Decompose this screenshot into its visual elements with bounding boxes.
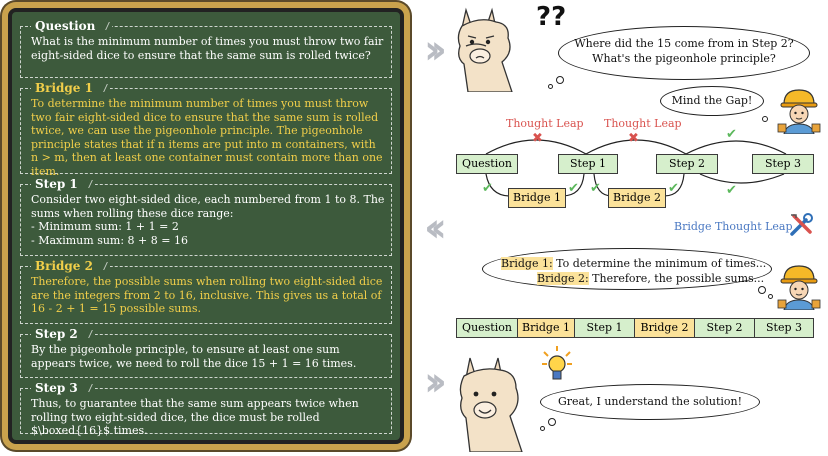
worker-icon-2 bbox=[777, 265, 821, 310]
check-icon: ✔ bbox=[668, 181, 679, 196]
bubble-dot bbox=[548, 418, 556, 426]
sequence-step3: Step 3 bbox=[754, 318, 814, 338]
understood-thought-bubble: Great, I understand the solution! bbox=[540, 384, 760, 420]
sequence-question: Question bbox=[456, 318, 518, 338]
graph-node-step1: Step 1 bbox=[558, 154, 618, 174]
lightbulb-icon bbox=[542, 346, 572, 380]
tools-icon bbox=[790, 213, 813, 236]
question-text: What is the minimum number of times you … bbox=[31, 35, 384, 62]
bridge-thought-bubble: Bridge 1: To determine the minimum of ti… bbox=[482, 248, 772, 290]
bridge2-snippet: Therefore, the possible sums... bbox=[588, 272, 765, 285]
bridge2-card: Bridge 2 Therefore, the possible sums wh… bbox=[20, 259, 392, 324]
bubble-dot bbox=[762, 116, 768, 122]
graph-node-step3: Step 3 bbox=[752, 154, 814, 174]
graph-node-question: Question bbox=[456, 154, 518, 174]
leap-arc-4 bbox=[699, 173, 785, 184]
chalkboard: Question What is the minimum number of t… bbox=[8, 8, 404, 444]
sequence-step1: Step 1 bbox=[574, 318, 635, 338]
graph-node-step2: Step 2 bbox=[656, 154, 718, 174]
check-icon: ✔ bbox=[726, 127, 737, 142]
bridge1-snippet: To determine the minimum of times... bbox=[552, 257, 767, 270]
mind-the-gap-text: Mind the Gap! bbox=[671, 94, 753, 107]
step1-text: Consider two eight-sided dice, each numb… bbox=[31, 193, 385, 247]
step3-header: Step 3 bbox=[31, 381, 95, 395]
thought-leap-label-2: Thought Leap bbox=[604, 117, 682, 130]
check-icon: ✔ bbox=[726, 183, 737, 198]
step1-card: Step 1 Consider two eight-sided dice, ea… bbox=[20, 177, 392, 256]
happy-llama-icon bbox=[459, 357, 523, 452]
confused-line-2: What's the pigeonhole principle? bbox=[592, 52, 776, 65]
bridge2-text: Therefore, the possible sums when rollin… bbox=[31, 275, 383, 316]
bridge2-header: Bridge 2 bbox=[31, 259, 110, 273]
step3-card: Step 3 Thus, to guarantee that the same … bbox=[20, 381, 392, 437]
sequence-step2: Step 2 bbox=[694, 318, 755, 338]
bridge1-key: Bridge 1: bbox=[501, 257, 553, 270]
step1-header: Step 1 bbox=[31, 177, 95, 191]
chevron-right-icon-bottom: ›› bbox=[424, 359, 447, 405]
check-icon: ✔ bbox=[590, 181, 601, 196]
graph-node-bridge2: Bridge 2 bbox=[608, 188, 666, 208]
understood-text: Great, I understand the solution! bbox=[557, 395, 743, 408]
chevron-left-icon: ‹‹ bbox=[424, 205, 447, 251]
confused-thought-bubble: Where did the 15 come from in Step 2? Wh… bbox=[558, 26, 810, 80]
thought-leap-label-1: Thought Leap bbox=[506, 117, 584, 130]
confused-line-1: Where did the 15 come from in Step 2? bbox=[574, 37, 794, 50]
bubble-dot bbox=[540, 426, 545, 431]
mind-the-gap-bubble: Mind the Gap! bbox=[660, 86, 764, 116]
worker-icon bbox=[777, 89, 821, 134]
step3-text: Thus, to guarantee that the same sum app… bbox=[31, 397, 359, 438]
step2-text: By the pigeonhole principle, to ensure a… bbox=[31, 343, 357, 370]
question-header: Question bbox=[31, 19, 113, 33]
question-card: Question What is the minimum number of t… bbox=[20, 19, 392, 78]
check-icon: ✔ bbox=[568, 181, 579, 196]
cross-icon: ✖ bbox=[628, 131, 639, 146]
thought-leap-graph: ✖ ✖ ✔ ✔ ✔ ✔ ✔ ✔ bbox=[482, 127, 787, 198]
bubble-dot bbox=[768, 294, 773, 299]
check-icon: ✔ bbox=[482, 181, 493, 196]
bridge2-key: Bridge 2: bbox=[537, 272, 589, 285]
step2-card: Step 2 By the pigeonhole principle, to e… bbox=[20, 327, 392, 378]
leap-arc-3 bbox=[685, 140, 787, 155]
cross-icon: ✖ bbox=[532, 131, 543, 146]
bridge1-text: To determine the minimum number of times… bbox=[31, 97, 383, 178]
bubble-dot bbox=[758, 286, 766, 294]
leap-arc-2 bbox=[585, 139, 687, 155]
bridge1-card: Bridge 1 To determine the minimum number… bbox=[20, 81, 392, 178]
sequence-bridge2: Bridge 2 bbox=[634, 318, 695, 338]
bridge1-header: Bridge 1 bbox=[31, 81, 110, 95]
bridge-thought-leap-label: Bridge Thought Leap bbox=[674, 220, 793, 233]
graph-node-bridge1: Bridge 1 bbox=[508, 188, 566, 208]
sequence-bar: Question Bridge 1 Step 1 Bridge 2 Step 2… bbox=[456, 318, 814, 338]
leap-arc-1 bbox=[485, 139, 587, 155]
step2-header: Step 2 bbox=[31, 327, 95, 341]
question-marks: ?? bbox=[536, 2, 567, 32]
confused-llama-icon bbox=[457, 7, 513, 92]
sequence-bridge1: Bridge 1 bbox=[517, 318, 575, 338]
bridge-bubble-line-1: Bridge 1: To determine the minimum of ti… bbox=[501, 256, 771, 271]
chevron-right-icon: ›› bbox=[424, 27, 447, 73]
bubble-dot bbox=[548, 84, 553, 89]
bubble-dot bbox=[556, 76, 564, 84]
bridge-bubble-line-2: Bridge 2: Therefore, the possible sums..… bbox=[501, 271, 771, 286]
